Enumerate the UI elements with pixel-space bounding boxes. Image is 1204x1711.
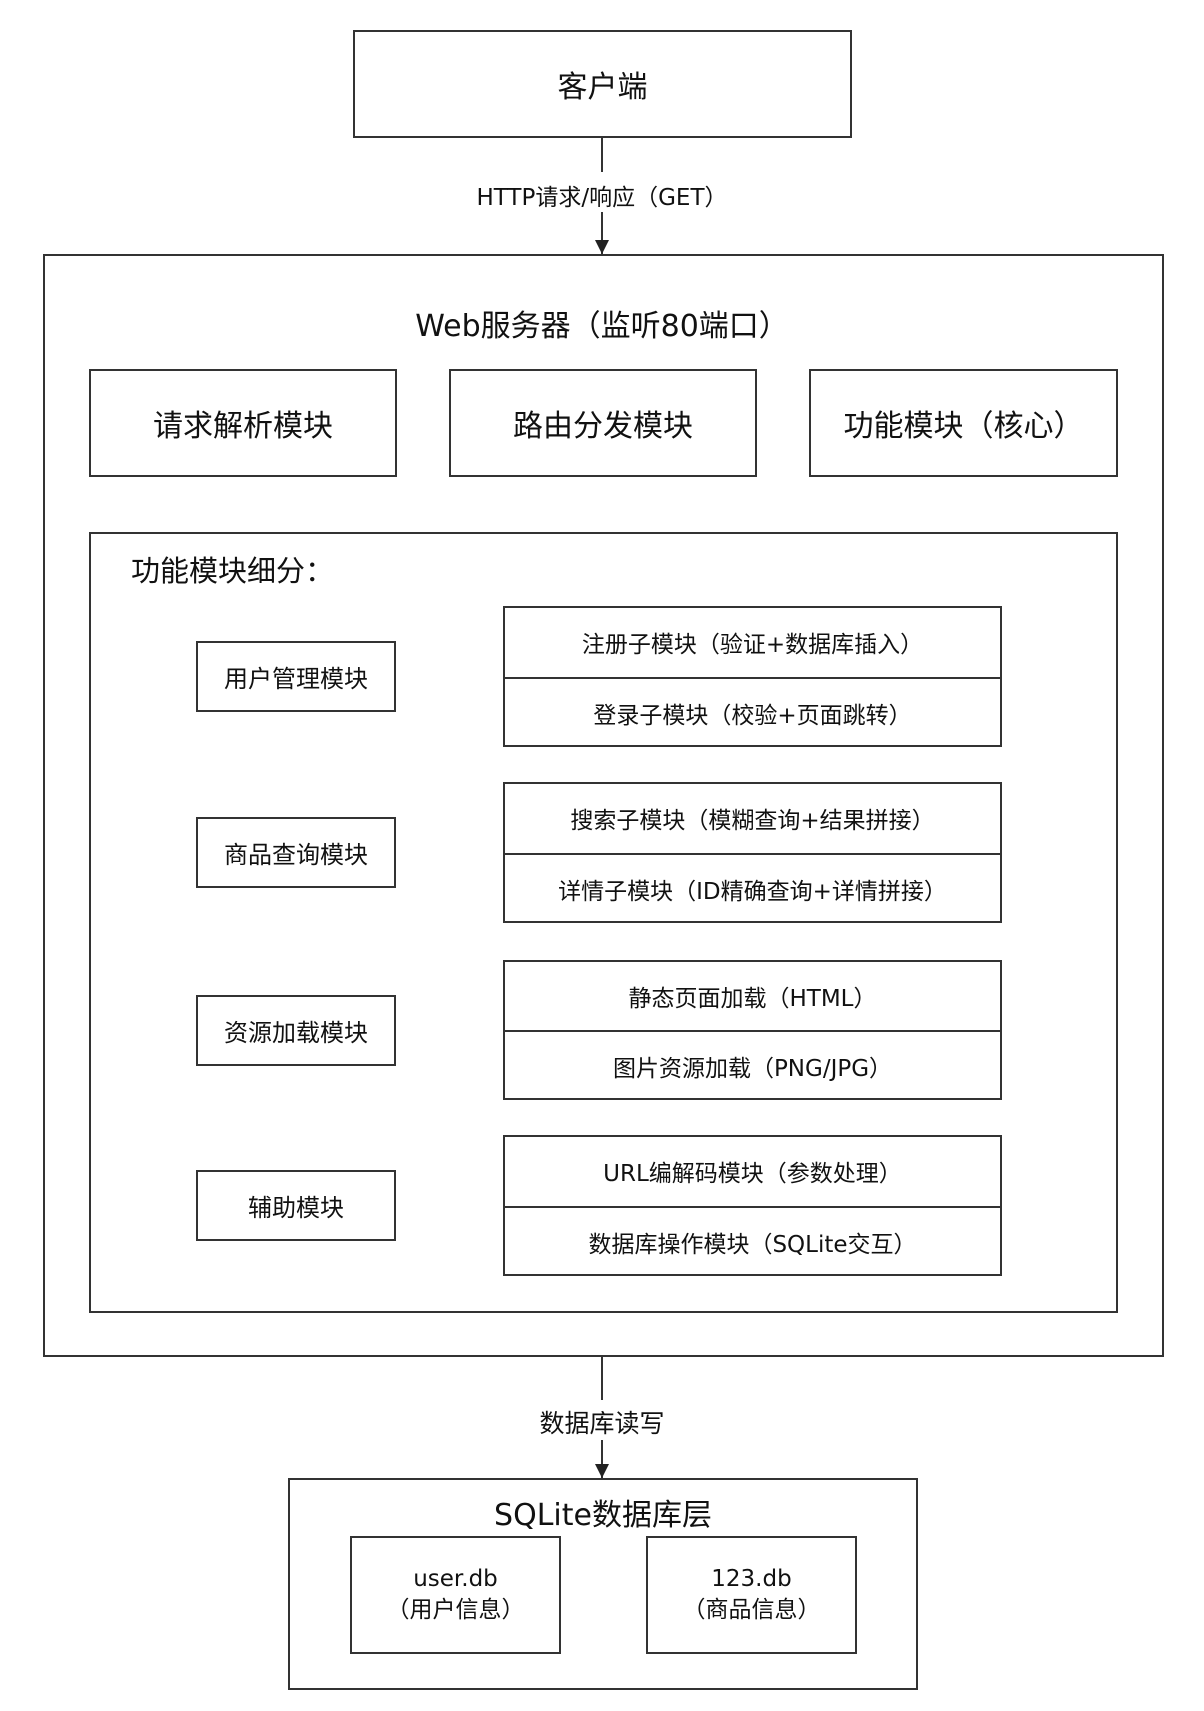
http-label: HTTP请求/响应（GET）	[458, 178, 746, 212]
submodule-db-operation-label: 数据库操作模块（SQLite交互）	[588, 1231, 917, 1258]
function-detail-panel	[89, 532, 1118, 1313]
client-label: 客户端	[557, 70, 648, 105]
db-product-file: 123.db	[711, 1565, 792, 1592]
submodule-static-page: 静态页面加载（HTML）	[505, 962, 1000, 1030]
submodule-search: 搜索子模块（模糊查询+结果拼接）	[505, 784, 1000, 853]
submodule-url-codec: URL编解码模块（参数处理）	[505, 1137, 1000, 1206]
module-request-parse: 请求解析模块	[89, 369, 397, 477]
group-product-query-label: 商品查询模块	[224, 841, 368, 869]
group-auxiliary-label: 辅助模块	[248, 1194, 344, 1222]
submodule-image-resource: 图片资源加载（PNG/JPG）	[505, 1030, 1000, 1100]
auxiliary-submodules: URL编解码模块（参数处理） 数据库操作模块（SQLite交互）	[503, 1135, 1002, 1276]
module-router: 路由分发模块	[449, 369, 757, 477]
submodule-register-label: 注册子模块（验证+数据库插入）	[581, 632, 924, 659]
submodule-detail: 详情子模块（ID精确查询+详情拼接）	[505, 852, 1000, 924]
submodule-search-label: 搜索子模块（模糊查询+结果拼接）	[570, 808, 935, 835]
db-user-file: user.db	[413, 1565, 498, 1592]
group-user-management: 用户管理模块	[196, 641, 396, 712]
function-detail-title: 功能模块细分：	[131, 554, 335, 588]
submodule-login-label: 登录子模块（校验+页面跳转）	[593, 702, 912, 729]
group-user-management-label: 用户管理模块	[224, 665, 368, 693]
sqlite-layer-title: SQLite数据库层	[494, 1498, 712, 1533]
submodule-image-resource-label: 图片资源加载（PNG/JPG）	[612, 1056, 893, 1082]
group-product-query: 商品查询模块	[196, 817, 396, 888]
module-function-core: 功能模块（核心）	[809, 369, 1118, 477]
submodule-db-operation: 数据库操作模块（SQLite交互）	[505, 1205, 1000, 1277]
group-resource-loading-label: 资源加载模块	[224, 1019, 368, 1047]
web-server-title: Web服务器（监听80端口）	[415, 309, 789, 344]
submodule-login: 登录子模块（校验+页面跳转）	[505, 676, 1000, 748]
db-product: 123.db （商品信息）	[646, 1536, 857, 1654]
db-user: user.db （用户信息）	[350, 1536, 561, 1654]
module-router-label: 路由分发模块	[513, 409, 693, 444]
module-function-core-label: 功能模块（核心）	[843, 409, 1084, 444]
user-submodules: 注册子模块（验证+数据库插入） 登录子模块（校验+页面跳转）	[503, 606, 1002, 747]
submodule-url-codec-label: URL编解码模块（参数处理）	[603, 1161, 902, 1188]
module-request-parse-label: 请求解析模块	[153, 409, 333, 444]
product-submodules: 搜索子模块（模糊查询+结果拼接） 详情子模块（ID精确查询+详情拼接）	[503, 782, 1002, 923]
submodule-register: 注册子模块（验证+数据库插入）	[505, 608, 1000, 677]
submodule-detail-label: 详情子模块（ID精确查询+详情拼接）	[558, 878, 947, 905]
db-rw-label: 数据库读写	[502, 1404, 702, 1440]
db-user-desc: （用户信息）	[386, 1597, 525, 1623]
client-box: 客户端	[353, 30, 852, 138]
resource-submodules: 静态页面加载（HTML） 图片资源加载（PNG/JPG）	[503, 960, 1002, 1100]
db-product-desc: （商品信息）	[682, 1597, 821, 1623]
group-resource-loading: 资源加载模块	[196, 995, 396, 1066]
group-auxiliary: 辅助模块	[196, 1170, 396, 1241]
submodule-static-page-label: 静态页面加载（HTML）	[628, 986, 877, 1012]
